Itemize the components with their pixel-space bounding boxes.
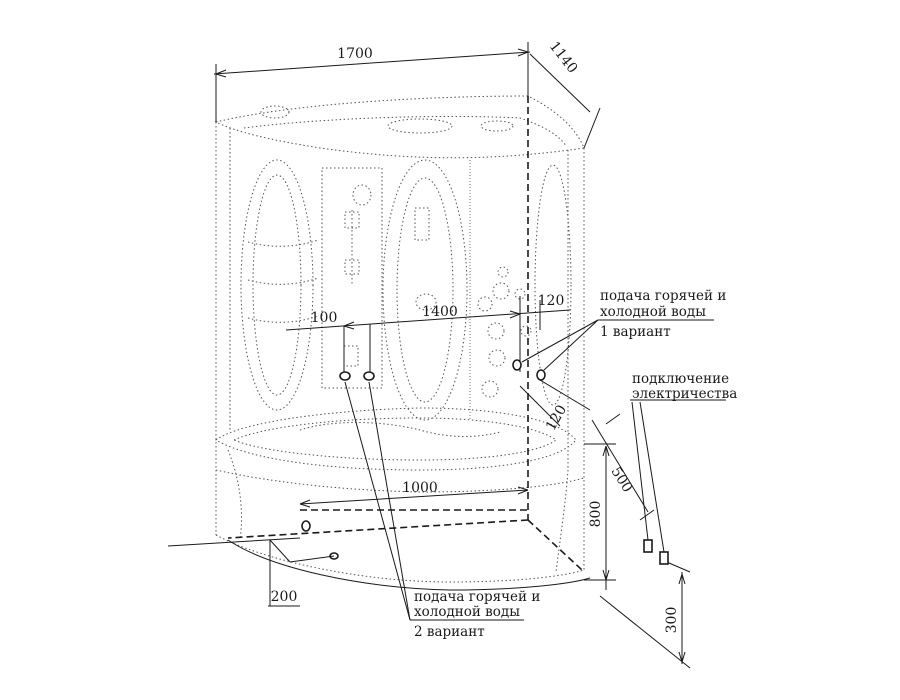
dimension-300: 300 (599, 559, 691, 669)
dim-800-label: 800 (588, 501, 604, 528)
port-v2-left (339, 371, 351, 381)
dimension-200: 200 (268, 539, 335, 607)
dimension-1000: 1000 (299, 480, 529, 508)
supply-v2-line2: холодной воды (414, 604, 520, 620)
dim-500-label: 500 (608, 464, 636, 495)
dimension-120-side: 120 (519, 379, 591, 434)
floor-line (167, 537, 591, 591)
water-ports (301, 359, 546, 560)
port-v1-left (512, 359, 522, 371)
dimension-1700: 1700 (213, 42, 531, 122)
dimension-1140: 1140 (529, 39, 601, 149)
dim-1400-label: 1400 (422, 304, 458, 320)
electric-connectors (643, 539, 669, 565)
supply-v2-line1: подача горячей и (414, 589, 540, 605)
dim-300-label: 300 (664, 607, 680, 634)
dim-120-side-label: 120 (543, 402, 570, 433)
electric-line1: подключение (632, 371, 729, 387)
supply-v1-line3: 1 вариант (600, 324, 671, 340)
supply-v1-line1: подача горячей и (600, 288, 726, 304)
dim-1000-label: 1000 (402, 480, 438, 496)
electric-line2: электричества (632, 386, 737, 402)
dim-120-top-label: 120 (538, 293, 565, 309)
callout-supply-v1: подача горячей и холодной воды 1 вариант (521, 288, 726, 371)
port-floor-left (301, 520, 311, 532)
dim-100-label: 100 (311, 310, 338, 326)
port-v2-right (363, 371, 375, 381)
callout-electric: подключение электричества (630, 371, 737, 553)
dimension-800: 800 (584, 443, 616, 590)
supply-v1-line2: холодной воды (600, 304, 706, 320)
hidden-corner-lines (227, 96, 583, 571)
dim-1700-label: 1700 (337, 46, 373, 62)
electric-socket-left (643, 539, 653, 553)
port-v1-right (536, 369, 546, 381)
supply-v2-line3: 2 вариант (414, 624, 485, 640)
dim-1140-label: 1140 (546, 39, 581, 77)
callout-supply-v2: подача горячей и холодной воды 2 вариант (344, 381, 540, 640)
electric-socket-right (659, 551, 669, 565)
dimension-1400: 1400 100 120 (285, 293, 571, 378)
dim-200-label: 200 (271, 589, 298, 605)
